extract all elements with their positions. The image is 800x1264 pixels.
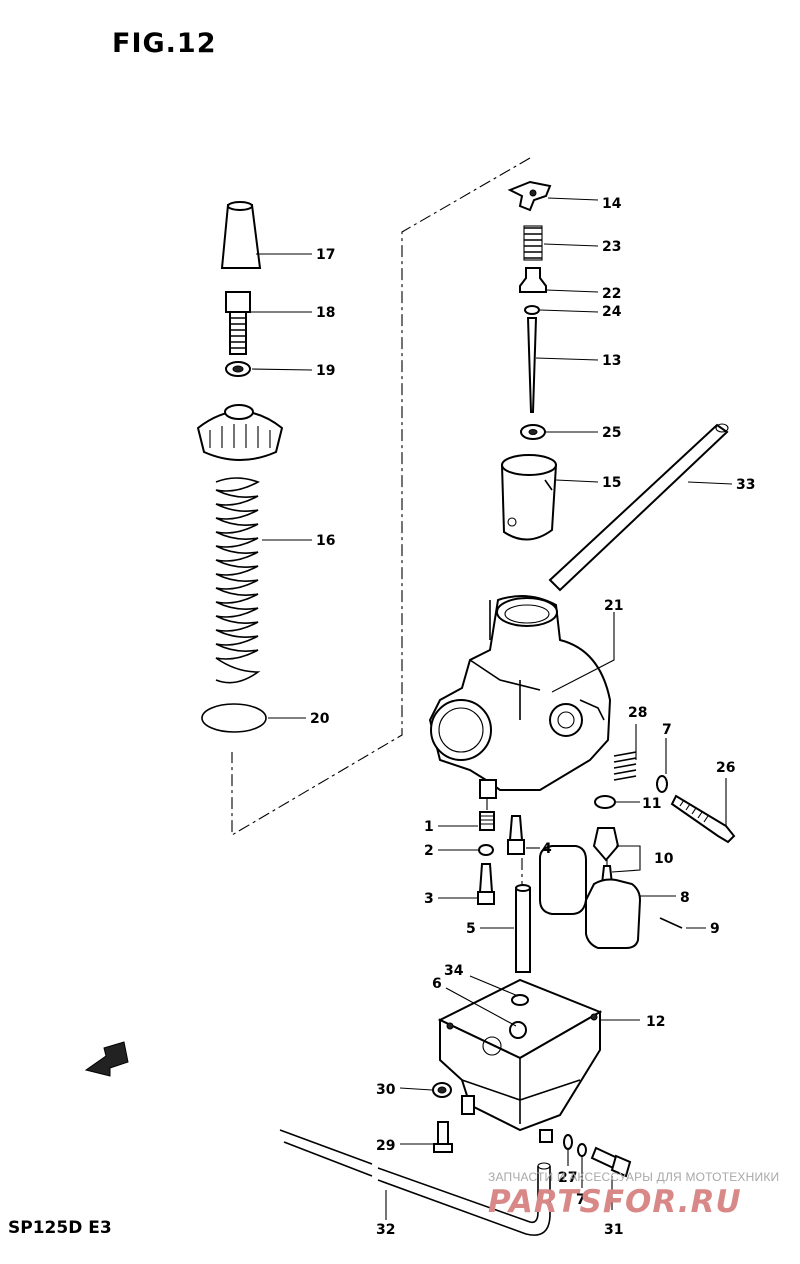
callout-20: 20 — [310, 711, 330, 727]
callout-24: 24 — [602, 304, 622, 320]
callout-33: 33 — [736, 477, 755, 493]
part-16-spring — [215, 477, 261, 684]
callout-17: 17 — [316, 247, 335, 263]
part-34-o-ring — [511, 994, 529, 1006]
callout-28: 28 — [628, 705, 647, 721]
part-22-needle-retainer — [519, 267, 547, 293]
part-20-o-ring — [201, 703, 267, 733]
float — [539, 845, 642, 949]
part-27-washer — [563, 1134, 573, 1150]
callout-27: 27 — [558, 1170, 577, 1186]
callout-29: 29 — [376, 1138, 395, 1154]
part-25-washer — [520, 424, 546, 440]
part-32-drain-tube — [279, 1129, 551, 1236]
part-24-washer — [524, 305, 540, 315]
part-18-cable-adjuster — [225, 291, 251, 355]
part-9-float-pin — [659, 917, 683, 929]
callout-16: 16 — [316, 533, 335, 549]
part-29-screw — [433, 1121, 453, 1153]
callout-23: 23 — [602, 239, 621, 255]
front-direction-arrow-icon — [84, 1041, 129, 1077]
callout-12: 12 — [646, 1014, 665, 1030]
callout-3: 3 — [424, 891, 434, 907]
callout-19: 19 — [316, 363, 335, 379]
callout-22: 22 — [602, 286, 621, 302]
callout-13: 13 — [602, 353, 621, 369]
callout-labels: 14 23 22 24 13 25 15 33 17 18 19 16 20 2… — [310, 196, 755, 1238]
part-2-washer — [478, 844, 494, 856]
callout-30: 30 — [376, 1082, 396, 1098]
callout-8: 8 — [680, 890, 690, 906]
callout-11: 11 — [642, 796, 661, 812]
part-28-spring — [613, 751, 637, 781]
part-14-clip-plate — [507, 180, 552, 212]
part-7-o-ring-lower — [577, 1143, 587, 1157]
callout-31: 31 — [604, 1222, 623, 1238]
callout-15: 15 — [602, 475, 621, 491]
part-10-needle-valve — [592, 827, 620, 885]
part-31-drain-screw — [590, 1146, 632, 1178]
callout-7-upper: 7 — [662, 722, 672, 738]
part-3-jet — [477, 863, 495, 905]
callout-26: 26 — [716, 760, 735, 776]
part-19-nut — [225, 361, 251, 377]
part-30-nut — [432, 1082, 452, 1098]
part-11-washer — [594, 795, 616, 809]
part-13-jet-needle — [526, 317, 538, 413]
model-code: SP125D E3 — [8, 1218, 112, 1238]
part-4-jet — [507, 815, 525, 855]
carburetor-body — [428, 595, 612, 799]
callout-1: 1 — [424, 819, 434, 835]
callout-25: 25 — [602, 425, 621, 441]
callout-32: 32 — [376, 1222, 395, 1238]
callout-14: 14 — [602, 196, 622, 212]
part-33-hose — [548, 423, 729, 592]
callout-34: 34 — [444, 963, 464, 979]
watermark-logo: PARTSFOR.RU — [488, 1184, 742, 1220]
watermark-tagline: ЗАПЧАСТИ И АКСЕССУАРЫ ДЛЯ МОТОТЕХНИКИ — [488, 1170, 780, 1184]
part-15-throttle-valve — [500, 454, 558, 541]
figure-title: FIG.12 — [112, 28, 217, 59]
callout-18: 18 — [316, 305, 335, 321]
part-1-pilot-jet — [479, 811, 495, 831]
callout-5: 5 — [466, 921, 476, 937]
callout-10: 10 — [654, 851, 674, 867]
part-7-o-ring-upper — [656, 775, 668, 793]
callout-2: 2 — [424, 843, 434, 859]
assembly-guide-line-top — [231, 157, 531, 836]
part-26-idle-screw — [670, 794, 736, 844]
callout-9: 9 — [710, 921, 720, 937]
callout-21: 21 — [604, 598, 623, 614]
part-12-float-bowl — [437, 978, 603, 1143]
part-5-needle-jet — [515, 884, 531, 973]
callout-leader-lines — [250, 197, 733, 1220]
part-17-rubber-cap — [220, 201, 262, 269]
part-16-top-cap — [196, 404, 284, 461]
callout-7-lower: 7 — [576, 1192, 586, 1208]
callout-4: 4 — [542, 841, 552, 857]
callout-6: 6 — [432, 976, 442, 992]
part-23-spring — [523, 225, 543, 261]
